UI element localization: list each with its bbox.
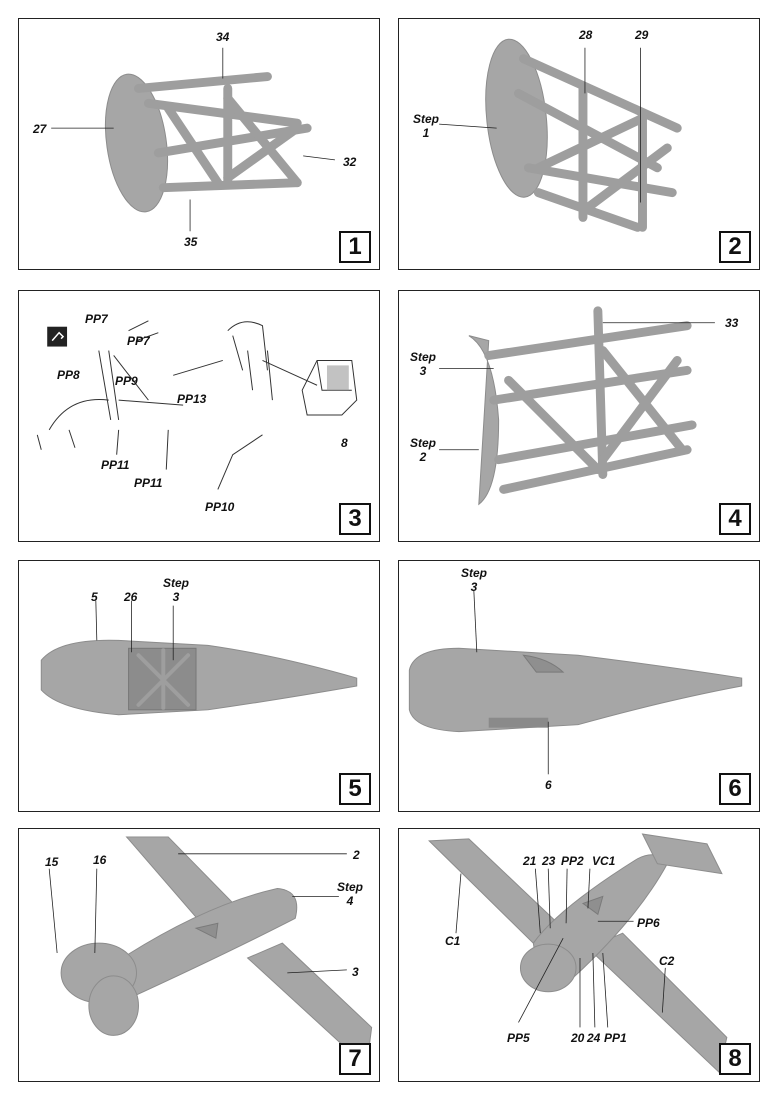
callout-33: 33 bbox=[725, 316, 739, 330]
callout-28: 28 bbox=[579, 28, 593, 42]
callout-pp7-b: PP7 bbox=[127, 334, 150, 348]
seat-belt-drawing bbox=[36, 320, 358, 490]
cockpit-frame-photo bbox=[439, 306, 715, 506]
callout-pp9: PP9 bbox=[115, 374, 138, 388]
callout-34: 34 bbox=[216, 30, 230, 44]
aircraft-final-photo bbox=[428, 833, 728, 1074]
callout-vc1: VC1 bbox=[592, 854, 616, 868]
step-ref-number: 4 bbox=[346, 894, 354, 908]
step-panel-2: 28 29 Step 1 2 bbox=[398, 18, 760, 270]
step-ref-label: Step bbox=[409, 436, 436, 450]
fuselage-closed-photo bbox=[408, 590, 743, 775]
cockpit-frame-photo bbox=[51, 47, 335, 232]
step-ref-label: Step bbox=[460, 566, 487, 580]
step-ref-label: Step bbox=[412, 112, 439, 126]
callout-pp8: PP8 bbox=[57, 368, 80, 382]
step-ref-number: 2 bbox=[419, 450, 427, 464]
step-ref-label: Step bbox=[162, 576, 189, 590]
aircraft-assembly-photo bbox=[48, 836, 373, 1069]
step-panel-5: 5 26 Step 3 5 bbox=[18, 560, 380, 812]
fold-icon bbox=[47, 326, 68, 347]
callout-27: 27 bbox=[33, 122, 47, 136]
callout-pp7-a: PP7 bbox=[85, 312, 108, 326]
callout-c2: C2 bbox=[659, 954, 675, 968]
callout-29: 29 bbox=[635, 28, 649, 42]
callout-pp6: PP6 bbox=[637, 916, 660, 930]
step-number: 8 bbox=[719, 1043, 751, 1075]
callout-23: 23 bbox=[542, 854, 556, 868]
callout-2: 2 bbox=[353, 848, 360, 862]
callout-24: 24 bbox=[587, 1031, 601, 1045]
callout-6: 6 bbox=[545, 778, 552, 792]
step-panel-8: 21 23 PP2 VC1 C1 PP6 C2 PP5 20 24 PP1 8 bbox=[398, 828, 760, 1082]
step-number: 3 bbox=[339, 503, 371, 535]
callout-pp11-b: PP11 bbox=[134, 476, 163, 490]
step-panel-4: 33 Step 3 Step 2 4 bbox=[398, 290, 760, 542]
step-panel-1: 34 27 32 35 1 bbox=[18, 18, 380, 270]
step-panel-3: PP7 PP7 PP8 PP9 PP13 PP11 PP11 8 PP10 3 bbox=[18, 290, 380, 542]
callout-pp5: PP5 bbox=[507, 1031, 530, 1045]
callout-pp1: PP1 bbox=[604, 1031, 627, 1045]
callout-pp2: PP2 bbox=[561, 854, 584, 868]
step-number: 2 bbox=[719, 231, 751, 263]
callout-c1: C1 bbox=[445, 934, 461, 948]
callout-8: 8 bbox=[341, 436, 348, 450]
callout-15: 15 bbox=[45, 855, 59, 869]
callout-35: 35 bbox=[184, 235, 198, 249]
step-ref-label: Step bbox=[409, 350, 436, 364]
cockpit-frame-photo bbox=[439, 38, 682, 232]
callout-26: 26 bbox=[124, 590, 138, 604]
callout-32: 32 bbox=[343, 155, 357, 169]
step-number: 1 bbox=[339, 231, 371, 263]
step-ref-number: 3 bbox=[172, 590, 180, 604]
step-ref-label: Step bbox=[336, 880, 363, 894]
callout-pp11-a: PP11 bbox=[101, 458, 130, 472]
step-ref-number: 1 bbox=[422, 126, 430, 140]
step-number: 6 bbox=[719, 773, 751, 805]
callout-5: 5 bbox=[91, 590, 98, 604]
callout-3: 3 bbox=[352, 965, 359, 979]
step-panel-6: Step 3 6 6 bbox=[398, 560, 760, 812]
step-panel-7: 15 16 2 Step 4 3 7 bbox=[18, 828, 380, 1082]
callout-20: 20 bbox=[571, 1031, 585, 1045]
step-number: 4 bbox=[719, 503, 751, 535]
step-ref-number: 3 bbox=[419, 364, 427, 378]
fuselage-half-photo bbox=[40, 600, 358, 716]
callout-pp10: PP10 bbox=[205, 500, 235, 514]
step-ref-number: 3 bbox=[470, 580, 478, 594]
callout-21: 21 bbox=[523, 854, 537, 868]
callout-pp13: PP13 bbox=[177, 392, 207, 406]
step-number: 5 bbox=[339, 773, 371, 805]
step-number: 7 bbox=[339, 1043, 371, 1075]
callout-16: 16 bbox=[93, 853, 107, 867]
